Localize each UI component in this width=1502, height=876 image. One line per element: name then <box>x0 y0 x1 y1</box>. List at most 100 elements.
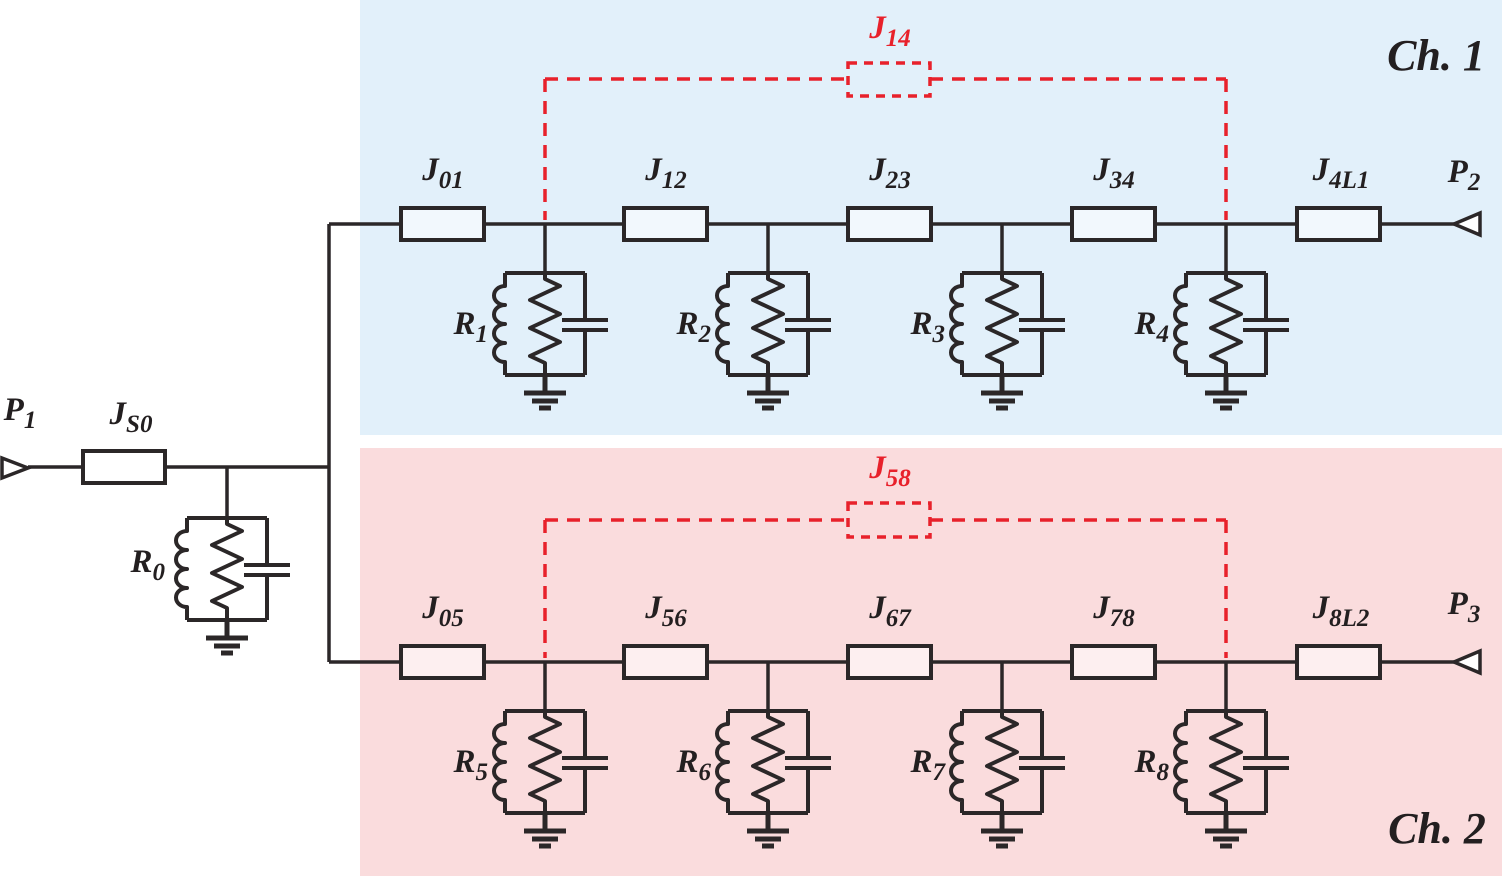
r1-label-sub: 1 <box>476 321 489 348</box>
r4-label: R4 <box>1133 306 1169 348</box>
ch1-label: Ch. 1 <box>1387 31 1485 80</box>
port-p3: P3 <box>1447 586 1482 676</box>
js0-label-sub: S0 <box>126 411 153 438</box>
r4-label-sub: 4 <box>1156 321 1170 348</box>
j01-label-main: J <box>421 152 440 188</box>
port-triangle-icon <box>0 455 33 481</box>
port-p2: P2 <box>1447 154 1482 238</box>
resonator-r6: R6 <box>675 711 831 846</box>
j05-label-main: J <box>421 590 440 626</box>
p2-label-main: P <box>1447 154 1469 190</box>
p2-label-sub: 2 <box>1467 169 1481 196</box>
j14-label: J14 <box>868 10 911 52</box>
r8-label-main: R <box>1133 744 1156 780</box>
resonator-r8: R8 <box>1133 711 1289 846</box>
j8l2-label-sub: 8L2 <box>1329 605 1369 632</box>
p3-label: P3 <box>1447 586 1481 628</box>
j67-label-main: J <box>868 590 887 626</box>
r6-label-main: R <box>675 744 698 780</box>
r7-label: R7 <box>909 744 946 786</box>
j56-box <box>622 644 709 680</box>
r2-label-main: R <box>675 306 698 342</box>
j01-label: J01 <box>421 152 464 194</box>
j01-label-sub: 01 <box>439 167 464 194</box>
resonator-r4: R4 <box>1133 273 1289 408</box>
resonator-r5: R5 <box>452 711 608 846</box>
j05-label-sub: 05 <box>439 605 464 632</box>
r2-label: R2 <box>675 306 711 348</box>
js0-label: JS0 <box>109 396 153 438</box>
j58-label: J58 <box>868 450 911 492</box>
j67-label-sub: 67 <box>886 605 913 632</box>
r3-label-sub: 3 <box>932 321 946 348</box>
channel-1: J01 J12 J23 J34 J4L1 R1 R2 R3 <box>399 31 1485 408</box>
r6-label-sub: 6 <box>699 759 712 786</box>
r5-label-sub: 5 <box>476 759 489 786</box>
j23-box <box>846 206 933 242</box>
cross-coupling-j58: J58 <box>543 450 1228 658</box>
r1-label: R1 <box>452 306 488 348</box>
cross-coupling-j14: J14 <box>543 10 1228 220</box>
p1-label-main: P <box>3 392 25 428</box>
j8l2-label-main: J <box>1312 590 1331 626</box>
j05-label: J05 <box>421 590 464 632</box>
r4-label-main: R <box>1133 306 1156 342</box>
r0-label: R0 <box>129 544 165 586</box>
j34-label-main: J <box>1092 152 1111 188</box>
p1-label: P1 <box>3 392 37 434</box>
j78-label-sub: 78 <box>1110 605 1136 632</box>
j67-label: J67 <box>868 590 912 632</box>
inverter-j12: J12 <box>622 152 709 242</box>
resonator-r3: R3 <box>909 273 1065 408</box>
js0-box <box>81 449 167 485</box>
port-triangle-icon <box>1449 210 1482 238</box>
j01-box <box>399 206 486 242</box>
j58-inverter-box <box>846 501 932 539</box>
j14-label-main: J <box>868 10 887 46</box>
inverter-js0: JS0 <box>81 396 167 485</box>
j34-box <box>1070 206 1157 242</box>
j14-label-sub: 14 <box>886 25 911 52</box>
p1-label-sub: 1 <box>24 407 37 434</box>
r5-label-main: R <box>452 744 475 780</box>
port-triangle-icon <box>1449 648 1482 676</box>
inverter-j01: J01 <box>399 152 486 242</box>
j12-box <box>622 206 709 242</box>
j4l1-box <box>1295 206 1382 242</box>
j05-box <box>399 644 486 680</box>
r6-label: R6 <box>675 744 711 786</box>
j8l2-label: J8L2 <box>1312 590 1370 632</box>
resonator-r7: R7 <box>909 711 1065 846</box>
j4l1-label: J4L1 <box>1312 152 1370 194</box>
p2-label: P2 <box>1447 154 1481 196</box>
j78-label: J78 <box>1092 590 1135 632</box>
inverter-j05: J05 <box>399 590 486 680</box>
channel-2: J05 J56 J67 J78 J8L2 R5 R6 R7 <box>399 586 1486 853</box>
j23-label-sub: 23 <box>885 167 911 194</box>
j58-label-sub: 58 <box>886 465 912 492</box>
r1-label-main: R <box>452 306 475 342</box>
inverter-j67: J67 <box>846 590 933 680</box>
j78-label-main: J <box>1092 590 1111 626</box>
j23-label-main: J <box>868 152 887 188</box>
port-p1: P1 <box>0 392 37 481</box>
j56-label: J56 <box>644 590 687 632</box>
j14-inverter-box <box>846 61 932 98</box>
inverter-j4l1: J4L1 <box>1295 152 1382 242</box>
j12-label-main: J <box>644 152 663 188</box>
p3-label-sub: 3 <box>1467 601 1481 628</box>
inverter-j23: J23 <box>846 152 933 242</box>
j56-label-main: J <box>644 590 663 626</box>
j12-label-sub: 12 <box>662 167 687 194</box>
j58-label-main: J <box>868 450 887 486</box>
inverter-j56: J56 <box>622 590 709 680</box>
r3-label: R3 <box>909 306 945 348</box>
r0-label-main: R <box>129 544 152 580</box>
r7-label-sub: 7 <box>933 759 947 786</box>
p3-label-main: P <box>1447 586 1469 622</box>
r2-label-sub: 2 <box>698 321 712 348</box>
j4l1-label-main: J <box>1312 152 1331 188</box>
j78-box <box>1070 644 1157 680</box>
